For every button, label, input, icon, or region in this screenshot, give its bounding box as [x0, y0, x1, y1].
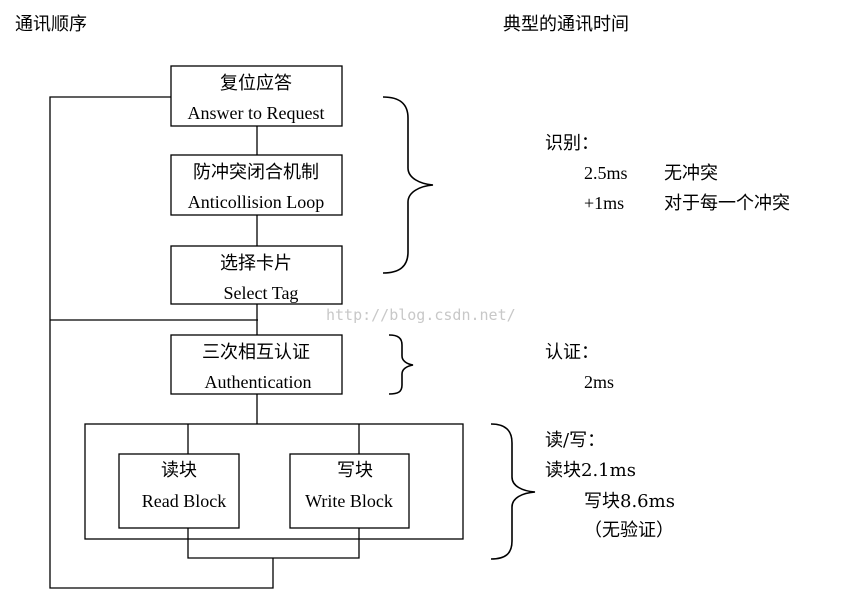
step-authentication: 三次相互认证 Authentication — [170, 334, 343, 395]
identify-brace — [382, 96, 434, 274]
step-select-tag: 选择卡片 Select Tag — [170, 245, 343, 305]
identify-note-1: 无冲突 — [664, 163, 718, 184]
identify-time-1: 2.5ms — [584, 163, 628, 183]
step-select-en: Select Tag — [224, 283, 299, 303]
step-auth-en: Authentication — [205, 372, 312, 392]
step-auth-zh: 三次相互认证 — [202, 342, 310, 363]
watermark: http://blog.csdn.net/ — [326, 306, 516, 324]
outer-loop-line — [49, 96, 274, 589]
step-read-en: Read Block — [142, 491, 226, 511]
step-answer-en: Answer to Request — [188, 103, 325, 123]
rw-title: 读/写： — [545, 430, 605, 451]
step-anticollision-loop: 防冲突闭合机制 Anticollision Loop — [170, 154, 343, 216]
identify-time-2: +1ms — [584, 193, 624, 213]
rw-note: （无验证） — [584, 520, 674, 541]
identify-title: 识别： — [545, 133, 599, 154]
step-write-en: Write Block — [305, 491, 393, 511]
auth-title: 认证： — [545, 342, 599, 363]
auth-brace — [388, 334, 414, 395]
sequence-header: 通讯顺序 — [15, 14, 87, 35]
step-select-zh: 选择卡片 — [220, 253, 292, 274]
step-anticollision-en: Anticollision Loop — [188, 192, 325, 212]
step-write-zh: 写块 — [337, 460, 373, 481]
step-read-block: 读块 Read Block — [118, 453, 240, 529]
auth-time: 2ms — [584, 372, 614, 392]
step-answer-zh: 复位应答 — [220, 73, 292, 94]
read-write-join-line — [187, 528, 360, 559]
step-write-block: 写块 Write Block — [289, 453, 410, 529]
step-read-zh: 读块 — [161, 460, 197, 481]
identify-note-2: 对于每一个冲突 — [664, 193, 790, 214]
rw-brace — [490, 423, 536, 560]
step-answer-to-request: 复位应答 Answer to Request — [170, 65, 343, 127]
rw-write-time: 写块8.6ms — [584, 491, 675, 512]
rw-read-time: 读块2.1ms — [545, 460, 636, 481]
step-anticollision-zh: 防冲突闭合机制 — [193, 162, 319, 183]
timing-header: 典型的通讯时间 — [503, 14, 629, 35]
